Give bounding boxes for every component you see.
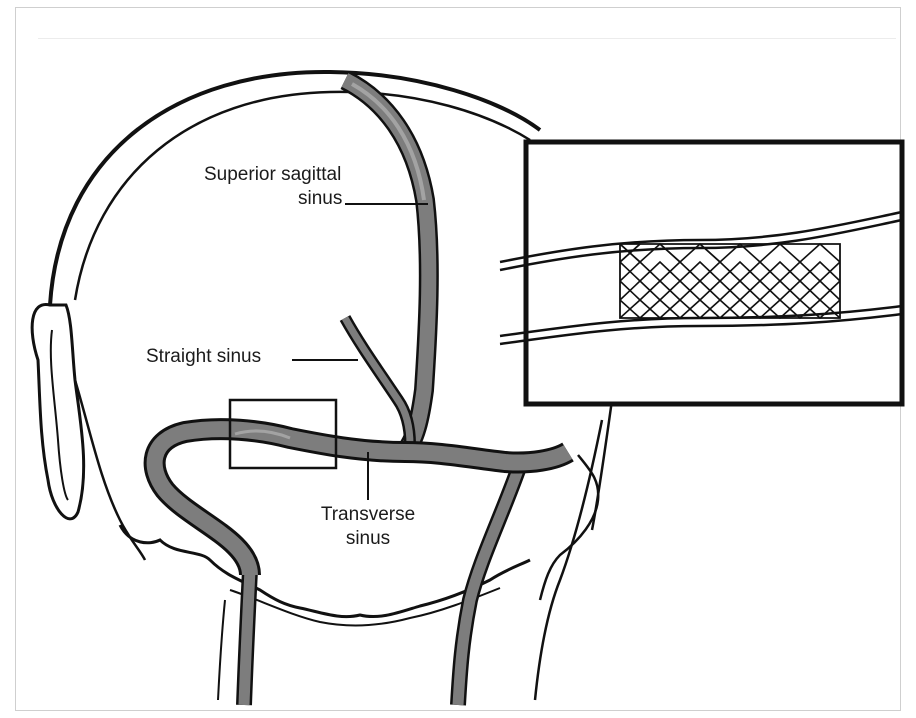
neck-left-line (218, 600, 225, 700)
straight-sinus-label: Straight sinus (146, 346, 261, 367)
transverse-sinus-label-line2: sinus (312, 528, 424, 549)
ear-outline (32, 304, 84, 518)
superior-sagittal-label-line2: sinus (298, 188, 342, 209)
skull-outline (50, 72, 540, 305)
head-left-contour (75, 380, 145, 560)
transverse-sinus-label-line1: Transverse (312, 504, 424, 525)
neck-right-outer-line (592, 400, 612, 530)
superior-sagittal-label-line1: Superior sagittal (204, 164, 341, 185)
stent-inset-box (526, 142, 902, 404)
